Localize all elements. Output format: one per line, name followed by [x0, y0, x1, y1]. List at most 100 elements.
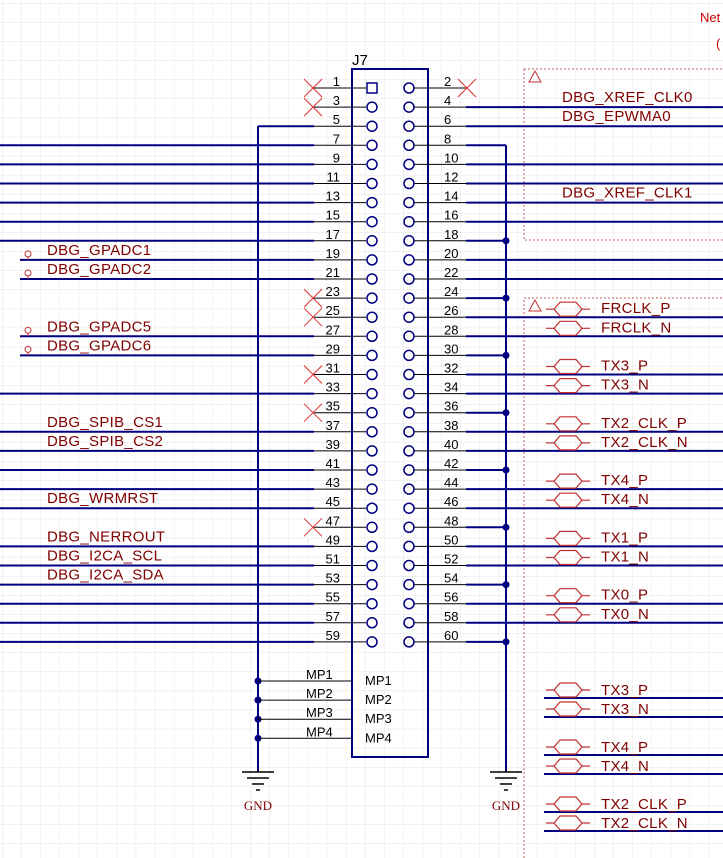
diff-pair-shape — [553, 308, 583, 317]
pin-circle-odd — [366, 426, 378, 438]
diff-pair-shape — [553, 538, 583, 546]
pin-circle-odd — [366, 597, 378, 610]
diff-pair-shape — [546, 416, 590, 425]
pin-circle-odd — [366, 368, 378, 381]
pin-circle-even — [403, 559, 415, 572]
pin-circle-even — [403, 177, 415, 190]
mp-pin-number: MP1 — [306, 667, 333, 682]
pin-number-odd: 23 — [326, 284, 340, 299]
diff-pair-icon — [546, 796, 590, 812]
pin-circle-odd — [366, 617, 378, 629]
diff-pair-shape — [546, 301, 590, 310]
net-label-left: DBG_I2CA_SDA — [47, 567, 164, 584]
no-connect-x — [303, 78, 323, 98]
pin-circle-odd — [366, 120, 378, 132]
pin-number-even: 12 — [444, 170, 458, 185]
pin-number-even: 38 — [444, 418, 458, 433]
net-label-lower: TX4_N — [601, 758, 649, 775]
pin-number-even: 42 — [444, 456, 458, 471]
pin-number-even: 6 — [444, 112, 451, 127]
pin-circle-even — [403, 617, 415, 629]
diff-pair-shape — [553, 746, 583, 755]
pin-circle-even — [403, 464, 415, 476]
pin-circle-odd — [366, 158, 378, 171]
pin-number-odd: 15 — [326, 208, 340, 223]
diff-pair-icon — [546, 815, 590, 831]
diff-pair-shape — [553, 499, 583, 508]
pin-number-odd: 13 — [326, 189, 340, 204]
net-label-diff: TX1_P — [601, 529, 648, 546]
pin-circle-even — [403, 196, 415, 209]
diff-pair-icon — [546, 416, 590, 432]
net-label-lower: TX2_CLK_N — [601, 815, 688, 832]
net-label-diff: TX1_N — [601, 549, 649, 566]
pin-number-even: 16 — [444, 208, 458, 223]
pin-circle-even — [403, 406, 415, 419]
net-label-diff: TX4_P — [601, 472, 648, 489]
diff-pair-shape — [553, 595, 583, 604]
pin-number-even: 2 — [444, 74, 451, 89]
pin-circle-odd — [366, 330, 378, 343]
net-label-left: DBG_I2CA_SCL — [47, 548, 162, 565]
net-label-left: DBG_GPADC5 — [47, 318, 151, 335]
pin-circle-even — [403, 502, 415, 514]
pin-circle-odd — [366, 483, 378, 495]
diff-pair-icon — [546, 358, 590, 375]
pin-number-odd: 41 — [326, 456, 340, 471]
component-ref: J7 — [352, 52, 368, 69]
pin-circle-even — [403, 426, 415, 438]
pin-circle-even — [403, 483, 415, 495]
pin-1-square — [366, 82, 378, 94]
mp-pin-label: MP1 — [365, 673, 392, 688]
net-label-lower: TX3_N — [601, 701, 649, 718]
pin-number-odd: 29 — [326, 341, 340, 356]
diff-pair-icon — [546, 607, 590, 623]
pin-circle-odd — [366, 521, 378, 534]
net-label-diff: FRCLK_P — [601, 300, 671, 317]
net-label-diff: TX3_P — [601, 358, 648, 375]
diff-pair-shape — [553, 557, 583, 566]
mp-pin-label: MP3 — [365, 711, 392, 726]
diff-pair-shape — [546, 701, 590, 710]
pin-circle-even — [403, 82, 415, 94]
diff-pair-shape — [546, 530, 590, 539]
pin-circle-odd — [366, 445, 378, 457]
pin-number-odd: 11 — [327, 170, 341, 185]
diff-pair-shape — [546, 682, 590, 691]
pin-number-even: 24 — [444, 284, 458, 299]
pin-number-odd: 57 — [326, 609, 340, 624]
mp-pin-label: MP4 — [365, 730, 392, 745]
pin-number-odd: 59 — [326, 628, 340, 643]
pin-circle-even — [403, 349, 415, 362]
pin-circle-even — [403, 330, 415, 343]
net-label-left: DBG_GPADC2 — [47, 261, 151, 278]
net-label-left: DBG_NERROUT — [47, 528, 165, 545]
pin-circle-even — [403, 540, 415, 553]
pin-number-even: 8 — [444, 131, 451, 146]
diff-pair-shape — [546, 758, 590, 767]
pin-number-odd: 17 — [326, 227, 340, 242]
pin-circle-even — [403, 215, 415, 228]
no-connect-x — [303, 365, 323, 384]
diff-pair-icon — [546, 378, 590, 394]
net-label-diff: TX4_N — [601, 491, 649, 508]
pin-circle-even — [403, 597, 415, 610]
pin-number-odd: 53 — [326, 571, 340, 586]
pin-number-even: 22 — [444, 265, 458, 280]
pin-number-odd: 1 — [333, 74, 340, 89]
diff-pair-shape — [546, 607, 590, 616]
pin-number-odd: 31 — [326, 361, 340, 376]
pin-circle-odd — [366, 464, 378, 476]
pin-number-even: 36 — [444, 399, 458, 414]
no-connect-x — [303, 288, 323, 308]
diff-pair-shape — [553, 385, 583, 394]
diff-pair-shape — [553, 689, 583, 698]
net-label-diff: TX0_N — [601, 606, 649, 623]
pin-circle-odd — [366, 254, 378, 266]
no-connect-x — [457, 78, 477, 98]
net-box-lower — [523, 297, 723, 858]
pin-circle-odd — [366, 235, 378, 247]
diff-pair-shape — [546, 320, 590, 329]
